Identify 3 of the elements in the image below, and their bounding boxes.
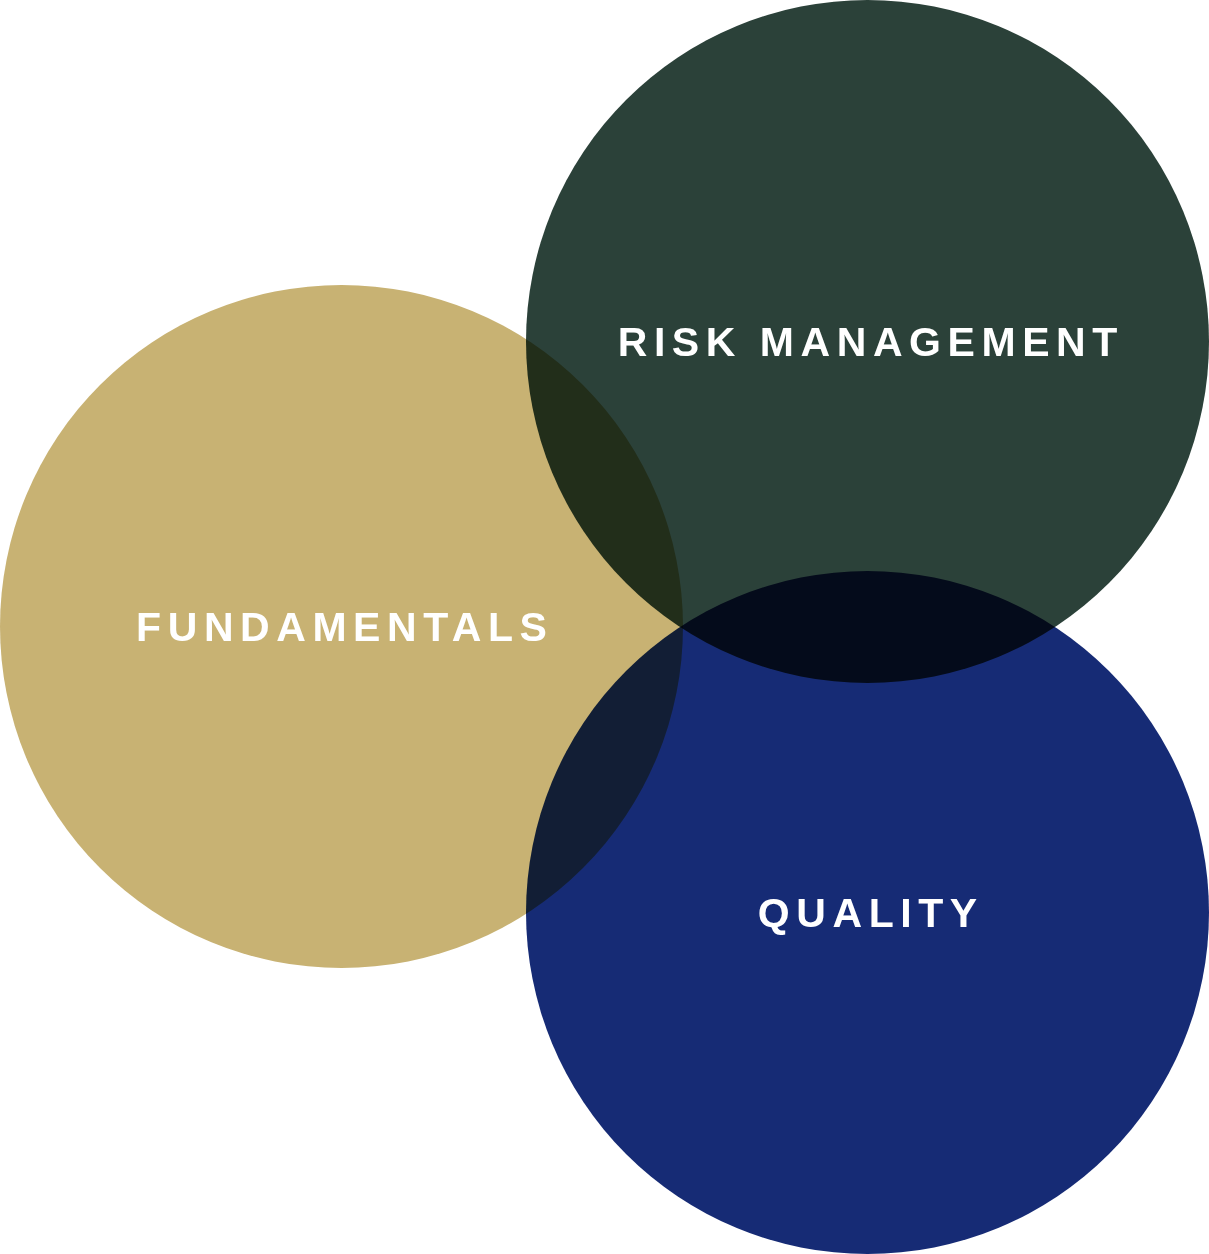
set-label: QUALITY [756, 892, 984, 933]
set-label: RISK MANAGEMENT [616, 321, 1124, 362]
set-label: FUNDAMENTALS [135, 606, 554, 647]
